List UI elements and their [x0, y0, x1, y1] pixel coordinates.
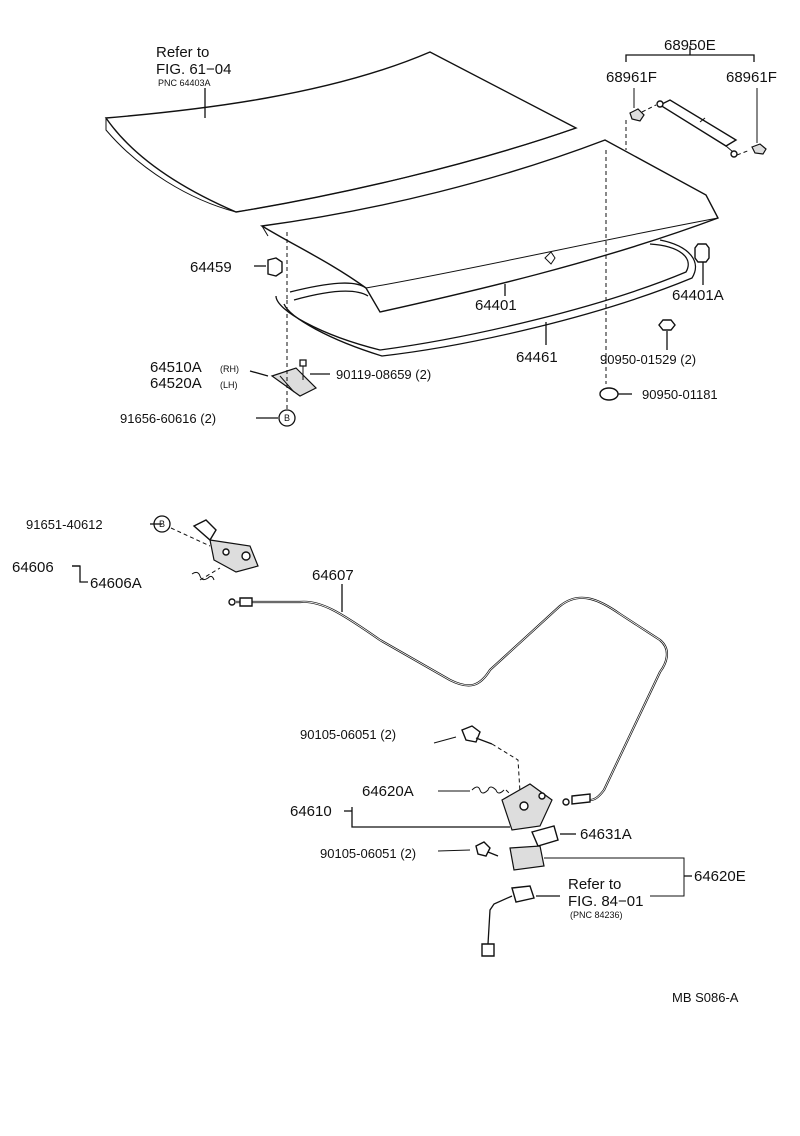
label-68961F-right: 68961F [726, 69, 777, 86]
marker-b-top-letter: B [284, 413, 290, 423]
label-64620A: 64620A [362, 783, 414, 800]
labels: Refer to FIG. 61−04 PNC 64403A 68950E 68… [12, 37, 777, 1005]
cushion-64401A [694, 243, 710, 285]
label-90105-06051-b: 90105-06051 (2) [320, 846, 416, 861]
cushion-64459 [254, 232, 288, 300]
nut-90950-01529 [605, 150, 676, 384]
label-90950-01529: 90950-01529 (2) [600, 352, 696, 367]
ref-bottom-fig: FIG. 84−01 [568, 893, 643, 910]
release-cable-64607 [228, 584, 668, 806]
ref-bottom-refer: Refer to [568, 876, 621, 893]
ref-top-refer: Refer to [156, 44, 209, 61]
label-68950E: 68950E [664, 37, 716, 54]
label-64520A-lh: (LH) [220, 380, 238, 390]
label-68961F-left: 68961F [606, 69, 657, 86]
stay-assy-68950E [625, 46, 767, 158]
weatherstrip-64461 [275, 239, 697, 357]
label-91651-40612: 91651-40612 [26, 517, 103, 532]
label-64631A: 64631A [580, 826, 632, 843]
cover-64631A [531, 825, 576, 847]
label-64461: 64461 [516, 349, 558, 366]
label-64607: 64607 [312, 567, 354, 584]
ref-top-fig: FIG. 61−04 [156, 61, 231, 78]
label-64606A: 64606A [90, 575, 142, 592]
label-90105-06051-a: 90105-06051 (2) [300, 727, 396, 742]
label-64510A: 64510A [150, 359, 202, 376]
label-64610: 64610 [290, 803, 332, 820]
luggage-door-64401 [259, 139, 719, 313]
marker-b-top [256, 232, 296, 427]
label-90950-01181: 90950-01181 [642, 387, 718, 402]
outer-door-panel [104, 51, 578, 213]
ref-bottom-pnc: (PNC 84236) [570, 910, 623, 920]
striker-assy-64620E [475, 841, 692, 957]
bracket-64510A [249, 359, 330, 397]
label-64401: 64401 [475, 297, 517, 314]
lock-assy-64610 [344, 725, 553, 831]
label-64459: 64459 [190, 259, 232, 276]
label-64606: 64606 [12, 559, 54, 576]
diagram-code: MB S086-A [672, 990, 739, 1005]
label-64520A: 64520A [150, 375, 202, 392]
marker-b-bottom-letter: B [159, 519, 165, 529]
label-64510A-rh: (RH) [220, 364, 239, 374]
leader-lines [433, 736, 471, 852]
ref-top-pnc: PNC 64403A [158, 78, 211, 88]
plug-90950-01181 [599, 387, 632, 401]
label-64401A: 64401A [672, 287, 724, 304]
release-lever-64606 [72, 515, 259, 583]
label-64620E: 64620E [694, 868, 746, 885]
label-90119-08659: 90119-08659 (2) [336, 367, 431, 382]
label-91656-60616: 91656-60616 (2) [120, 411, 216, 426]
